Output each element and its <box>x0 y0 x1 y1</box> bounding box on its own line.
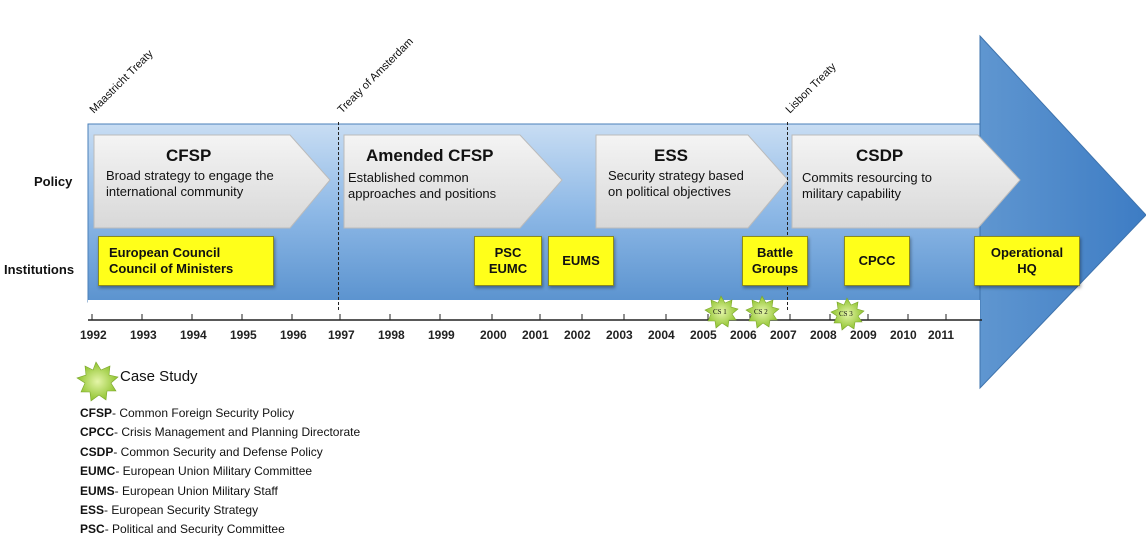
institution-line: Battle <box>756 245 794 260</box>
glossary-item: CSDP- Common Security and Defense Policy <box>80 443 360 462</box>
glossary-item: CFSP- Common Foreign Security Policy <box>80 404 360 423</box>
glossary-abbr: PSC <box>80 522 105 537</box>
year-label: 2000 <box>480 328 507 342</box>
chevron-ess <box>595 134 789 229</box>
year-label: 2006 <box>730 328 757 342</box>
glossary-item: CPCC- Crisis Management and Planning Dir… <box>80 423 360 442</box>
year-label: 1996 <box>280 328 307 342</box>
year-label: 2010 <box>890 328 917 342</box>
glossary-abbr: ESS <box>80 503 105 518</box>
policy-title-csdp: CSDP <box>856 146 904 165</box>
year-label: 1999 <box>428 328 455 342</box>
year-label: 2002 <box>564 328 591 342</box>
glossary-abbr: CFSP <box>80 406 113 420</box>
case-study-marker-1 <box>704 295 739 329</box>
glossary-abbr: EUMS <box>80 483 115 498</box>
glossary-item: ESS- European Security Strategy <box>80 501 360 520</box>
institution-line: European Council <box>109 245 221 260</box>
institution-battle-groups: Battle Groups <box>742 236 808 286</box>
policy-desc-cfsp: Broad strategy to engage the internation… <box>106 168 274 199</box>
year-label: 1994 <box>180 328 207 342</box>
glossary-text: - European Security Strategy <box>104 503 259 518</box>
glossary: CFSP- Common Foreign Security Policy CPC… <box>80 404 360 540</box>
year-label: 2003 <box>606 328 633 342</box>
glossary-item: EUMS- European Union Military Staff <box>80 482 360 501</box>
institution-eums: EUMS <box>548 236 614 286</box>
treaty-line-amsterdam <box>338 122 339 310</box>
case-study-label-1: CS 1 <box>713 308 727 316</box>
chevron-amended-cfsp <box>343 134 563 229</box>
institution-cpcc: CPCC <box>844 236 910 286</box>
year-label: 1998 <box>378 328 405 342</box>
chevron-csdp <box>791 134 1021 229</box>
case-study-label-2: CS 2 <box>754 308 768 316</box>
year-label: 2011 <box>928 328 955 342</box>
institution-line: CPCC <box>858 253 896 268</box>
row-label-policy: Policy <box>34 174 73 189</box>
institution-psc-eumc: PSC EUMC <box>474 236 542 286</box>
glossary-text: - European Union Military Staff <box>114 483 278 498</box>
institution-european-council: European Council Council of Ministers <box>98 236 274 286</box>
policy-title-ess: ESS <box>654 146 689 165</box>
institution-line: Council of Ministers <box>109 261 234 276</box>
case-study-legend-icon <box>76 361 119 402</box>
year-label: 1992 <box>80 328 107 342</box>
chevron-cfsp <box>93 134 331 229</box>
glossary-item: PSC- Political and Security Committee <box>80 520 360 539</box>
policy-title-cfsp: CFSP <box>166 146 212 165</box>
case-study-marker-2 <box>745 295 780 329</box>
institution-line: HQ <box>1017 261 1037 276</box>
glossary-text: - Crisis Management and Planning Directo… <box>114 425 361 440</box>
glossary-text: - Common Foreign Security Policy <box>112 406 295 420</box>
row-label-institutions: Institutions <box>4 262 75 277</box>
year-label: 2007 <box>770 328 797 342</box>
institution-line: Operational <box>990 245 1064 260</box>
case-study-marker-3 <box>830 297 865 331</box>
policy-desc-amended-cfsp: Established common approaches and positi… <box>348 170 497 201</box>
institution-line: Groups <box>751 261 799 276</box>
legend-label: Case Study <box>120 368 198 385</box>
institution-line: PSC <box>494 245 522 260</box>
year-label: 1993 <box>130 328 157 342</box>
treaty-line-lisbon <box>787 122 788 310</box>
year-label: 1995 <box>230 328 257 342</box>
glossary-text: - Political and Security Committee <box>104 522 285 537</box>
glossary-item: EUMC- European Union Military Committee <box>80 462 360 481</box>
glossary-abbr: CSDP <box>80 444 114 459</box>
institution-operational-hq: Operational HQ <box>974 236 1080 286</box>
policy-desc-ess: Security strategy based on political obj… <box>608 168 744 199</box>
institution-line: EUMC <box>488 261 528 276</box>
case-study-label-3: CS 3 <box>839 310 853 318</box>
policy-desc-csdp: Commits resourcing to military capabilit… <box>802 170 933 201</box>
glossary-abbr: EUMC <box>80 464 116 479</box>
year-label: 2001 <box>522 328 549 342</box>
year-label: 2005 <box>690 328 717 342</box>
institution-line: EUMS <box>562 253 600 268</box>
policy-title-amended-cfsp: Amended CFSP <box>366 146 494 165</box>
glossary-text: - Common Security and Defense Policy <box>113 444 323 459</box>
year-label: 1997 <box>328 328 355 342</box>
glossary-text: - European Union Military Committee <box>115 464 313 479</box>
glossary-abbr: CPCC <box>80 425 115 440</box>
year-label: 2009 <box>850 328 877 342</box>
year-label: 2008 <box>810 328 837 342</box>
year-label: 2004 <box>648 328 675 342</box>
